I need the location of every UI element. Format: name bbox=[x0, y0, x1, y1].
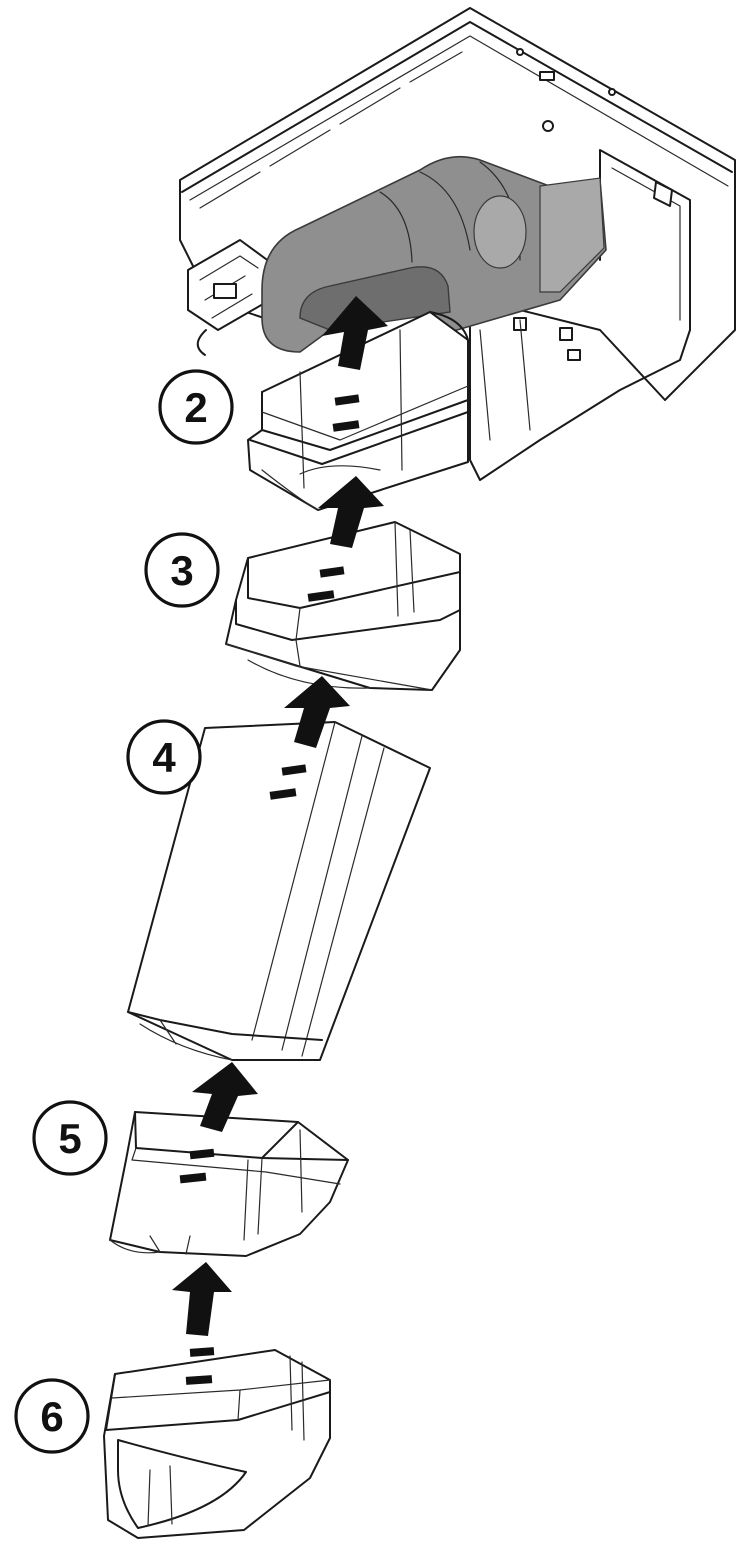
callout-3-circle bbox=[144, 532, 220, 608]
screw bbox=[608, 88, 616, 96]
part-3-lower-rim bbox=[235, 599, 461, 641]
duct-part-6 bbox=[103, 1349, 331, 1539]
part-4-edge-lines bbox=[251, 721, 385, 1057]
insertion-arrows bbox=[172, 296, 388, 1385]
callout-5: 5 bbox=[32, 1100, 108, 1176]
duct-part-2 bbox=[247, 311, 469, 511]
part-6-seams bbox=[289, 1355, 305, 1441]
bracket-right bbox=[653, 181, 673, 207]
unit-top-rail-inner bbox=[189, 35, 729, 201]
part-3-band bbox=[225, 639, 433, 691]
unit-top-rail bbox=[181, 21, 733, 193]
callout-3-label: 3 bbox=[170, 547, 193, 594]
up-arrow-icon bbox=[192, 1062, 258, 1132]
dash-mark bbox=[189, 1148, 215, 1160]
plenum-outlet bbox=[299, 266, 451, 331]
duct-part-5 bbox=[109, 1111, 349, 1257]
callout-5-circle bbox=[32, 1100, 108, 1176]
part-5-seams bbox=[243, 1157, 263, 1241]
part-2-flange bbox=[429, 311, 469, 341]
terminal-block bbox=[213, 283, 237, 299]
dash-mark bbox=[332, 420, 360, 432]
dash-mark bbox=[319, 566, 345, 578]
callout-4: 4 bbox=[126, 719, 202, 795]
dash-mark bbox=[189, 1347, 215, 1357]
up-arrow-icon bbox=[172, 1262, 232, 1336]
plenum-collar bbox=[539, 177, 605, 293]
callout-2-label: 2 bbox=[184, 384, 207, 431]
cable bbox=[196, 329, 207, 356]
screw bbox=[542, 120, 554, 132]
unit-rail-detail bbox=[199, 51, 463, 209]
clip bbox=[567, 349, 581, 361]
callout-3: 3 bbox=[144, 532, 220, 608]
part-5-opening bbox=[109, 1235, 191, 1255]
unit-right-frame-inner bbox=[611, 167, 681, 321]
part-2-band bbox=[261, 385, 469, 441]
dash-mark bbox=[185, 1375, 213, 1385]
dash-mark bbox=[179, 1172, 207, 1184]
part-4-bottom-opening bbox=[139, 1019, 233, 1061]
bracket bbox=[539, 71, 555, 81]
part-2-lower-lip bbox=[249, 411, 469, 465]
dash-mark bbox=[334, 394, 360, 406]
callout-5-label: 5 bbox=[58, 1115, 81, 1162]
part-6-body bbox=[103, 1349, 331, 1539]
up-arrow-icon bbox=[318, 476, 384, 548]
dash-mark bbox=[269, 788, 297, 800]
part-2-seam bbox=[299, 329, 403, 489]
dash-mark bbox=[307, 590, 335, 602]
part-6-opening bbox=[117, 1439, 247, 1529]
dash-mark bbox=[281, 764, 307, 776]
unit-lower-contour-inner bbox=[479, 319, 531, 441]
part-3-upper-rim bbox=[247, 557, 461, 609]
duct-part-4 bbox=[127, 721, 431, 1061]
up-arrow-icon bbox=[284, 676, 350, 748]
indoor-unit bbox=[179, 7, 736, 481]
part-6-band bbox=[111, 1379, 331, 1421]
clip bbox=[559, 327, 573, 341]
part-5-body bbox=[109, 1111, 349, 1257]
callout-6-label: 6 bbox=[40, 1393, 63, 1440]
screw bbox=[516, 48, 524, 56]
callout-4-circle bbox=[126, 719, 202, 795]
part-3-seams bbox=[295, 521, 415, 641]
part-3-body bbox=[225, 521, 461, 691]
callout-2-circle bbox=[158, 369, 234, 445]
callout-6-circle bbox=[14, 1378, 90, 1454]
part-4-bottom-rim bbox=[127, 1011, 323, 1041]
part-6-upper-rim bbox=[105, 1373, 331, 1431]
part-2-rim bbox=[261, 391, 469, 451]
part-3-opening bbox=[247, 659, 371, 689]
part-2-opening bbox=[261, 465, 381, 511]
callout-2: 2 bbox=[158, 369, 234, 445]
duct-part-3 bbox=[225, 521, 461, 691]
unit-lower-contour bbox=[469, 319, 691, 481]
callout-6: 6 bbox=[14, 1378, 90, 1454]
part-6-opening-inner bbox=[147, 1465, 173, 1527]
up-arrow-icon bbox=[322, 296, 388, 370]
part-5-band bbox=[131, 1129, 341, 1213]
callout-4-label: 4 bbox=[152, 734, 176, 781]
plenum-bend bbox=[473, 195, 527, 269]
